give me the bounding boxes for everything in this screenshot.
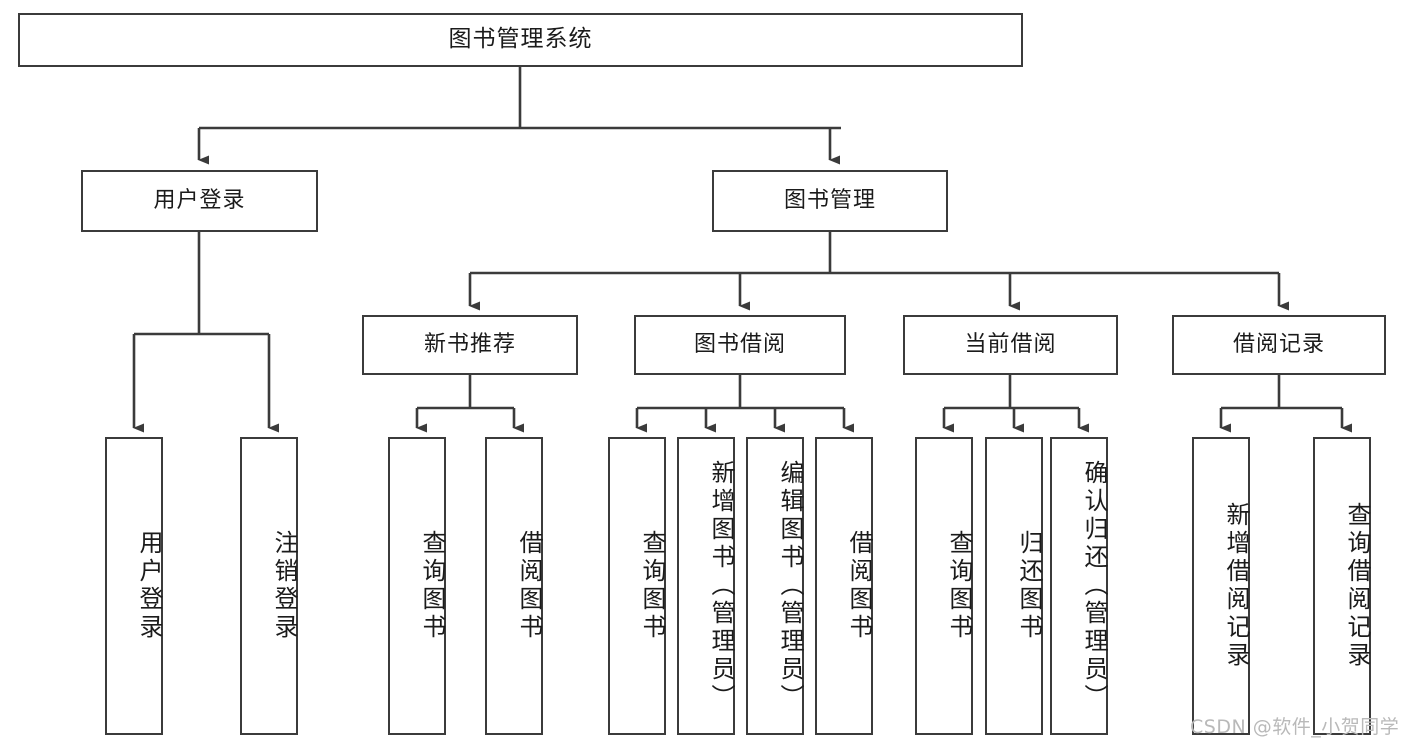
node-label: 新书推荐 <box>423 331 516 357</box>
node-book-management-system[interactable]: 图书管理系统 <box>18 13 1023 67</box>
node-book-borrow[interactable]: 图书借阅 <box>634 315 846 375</box>
node-label: 用户登录 <box>135 530 163 642</box>
node-leaf-query-borrow-record[interactable]: 查询借阅记录 <box>1313 437 1371 735</box>
node-label: 新增图书（管理员） <box>707 460 735 712</box>
node-leaf-query-book-1[interactable]: 查询图书 <box>388 437 446 735</box>
node-label: 图书借阅 <box>693 331 786 357</box>
node-label: 图书管理 <box>783 187 876 213</box>
node-leaf-add-borrow-record[interactable]: 新增借阅记录 <box>1192 437 1250 735</box>
watermark-text: CSDN @软件_小贺同学 <box>1190 716 1400 738</box>
node-label: 确认归还（管理员） <box>1080 460 1108 712</box>
node-label: 借阅图书 <box>845 530 873 642</box>
node-label: 查询图书 <box>638 530 666 642</box>
node-label: 借阅图书 <box>515 530 543 642</box>
node-label: 查询图书 <box>945 530 973 642</box>
node-user-login[interactable]: 用户登录 <box>81 170 318 232</box>
node-leaf-borrow-book-1[interactable]: 借阅图书 <box>485 437 543 735</box>
node-leaf-return-book[interactable]: 归还图书 <box>985 437 1043 735</box>
node-label: 编辑图书（管理员） <box>776 460 804 712</box>
node-label: 用户登录 <box>153 187 246 213</box>
node-label: 图书管理系统 <box>448 26 593 53</box>
node-leaf-borrow-book-2[interactable]: 借阅图书 <box>815 437 873 735</box>
node-label: 新增借阅记录 <box>1222 502 1250 670</box>
node-label: 借阅记录 <box>1232 331 1325 357</box>
node-label: 注销登录 <box>270 530 298 642</box>
node-book-management[interactable]: 图书管理 <box>712 170 948 232</box>
node-leaf-add-book-admin[interactable]: 新增图书（管理员） <box>677 437 735 735</box>
node-leaf-user-login[interactable]: 用户登录 <box>105 437 163 735</box>
node-leaf-confirm-return-admin[interactable]: 确认归还（管理员） <box>1050 437 1108 735</box>
node-label: 查询借阅记录 <box>1343 502 1371 670</box>
node-leaf-query-book-3[interactable]: 查询图书 <box>915 437 973 735</box>
node-label: 查询图书 <box>418 530 446 642</box>
node-borrow-record[interactable]: 借阅记录 <box>1172 315 1386 375</box>
node-new-book-recommend[interactable]: 新书推荐 <box>362 315 578 375</box>
node-leaf-query-book-2[interactable]: 查询图书 <box>608 437 666 735</box>
node-current-borrow[interactable]: 当前借阅 <box>903 315 1118 375</box>
node-label: 归还图书 <box>1015 530 1043 642</box>
node-label: 当前借阅 <box>964 331 1057 357</box>
node-leaf-edit-book-admin[interactable]: 编辑图书（管理员） <box>746 437 804 735</box>
node-leaf-logout-login[interactable]: 注销登录 <box>240 437 298 735</box>
